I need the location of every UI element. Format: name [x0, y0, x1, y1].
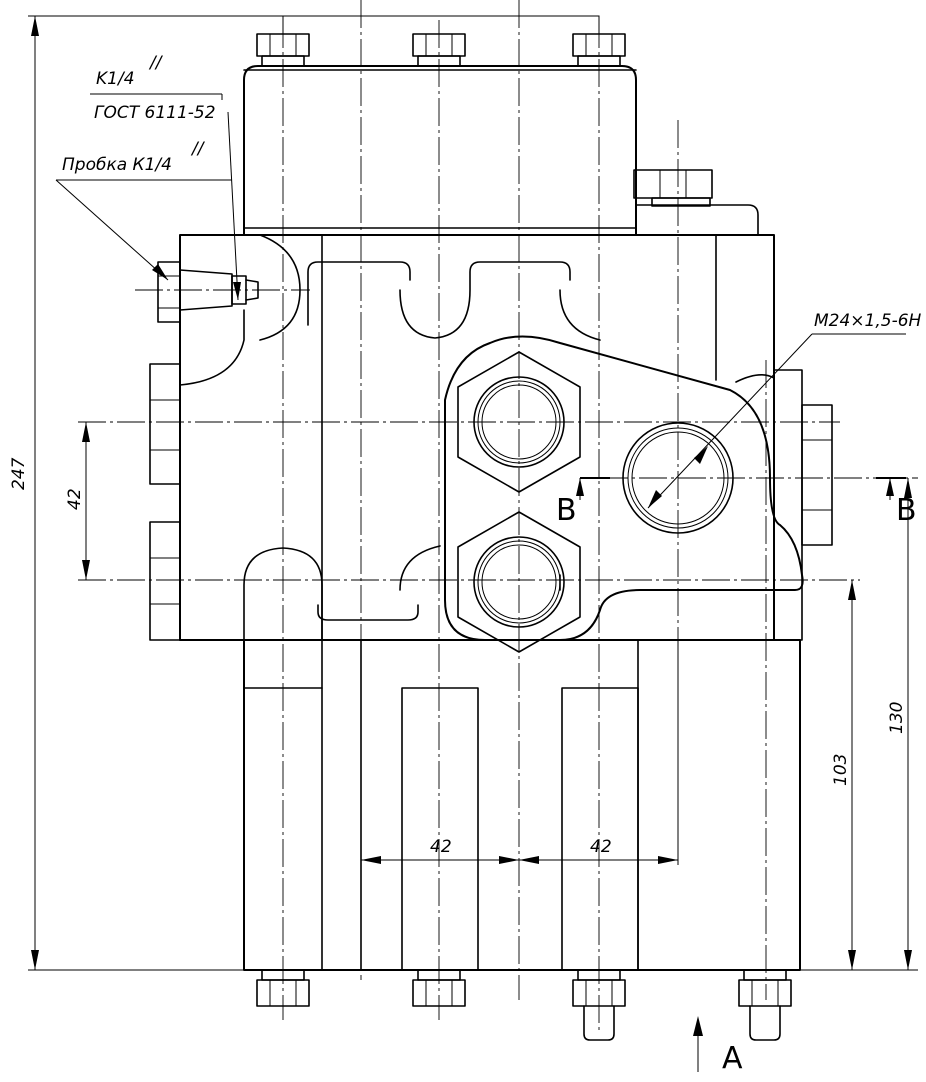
- valve-body: [179, 234, 803, 641]
- bottom-bolts: [256, 969, 792, 1041]
- hex-nut-upper: [457, 351, 581, 493]
- dim-103: 103: [831, 754, 851, 786]
- dim-130: 130: [887, 702, 907, 734]
- plug-note-marks: //: [190, 139, 206, 159]
- bottom-bolt-1: [256, 969, 310, 1007]
- section-label-right: В: [896, 493, 917, 528]
- right-side-nut: [801, 404, 833, 546]
- plug-k1-4: [157, 261, 259, 323]
- dimension-lines: [28, 15, 918, 971]
- port-flange: [444, 335, 804, 653]
- plug-note: Пробка К1/4: [62, 155, 172, 175]
- top-bolt-right: [572, 33, 626, 67]
- center-lines: [78, 0, 918, 1030]
- hex-nut-lower: [457, 511, 581, 653]
- dim-247: 247: [9, 457, 29, 490]
- side-top-bolt: [633, 169, 759, 236]
- thread-note-marks: //: [148, 53, 164, 73]
- lower-housings: [243, 639, 801, 971]
- dim-42-right: 42: [590, 837, 612, 857]
- top-cover: [243, 15, 637, 235]
- view-label-a: А: [722, 1041, 743, 1076]
- section-marks: [576, 477, 906, 500]
- left-side-bolts: [149, 363, 181, 641]
- view-a-arrow: [693, 1016, 703, 1072]
- bottom-bolt-2: [412, 969, 466, 1007]
- port-thread-note: М24×1,5-6Н: [814, 311, 922, 331]
- thread-note-k1-4: K1/4: [96, 69, 135, 89]
- bottom-stud-3: [572, 969, 626, 1041]
- bottom-stud-4: [738, 969, 792, 1041]
- gost-note: ГОСТ 6111-52: [94, 103, 216, 123]
- dim-42-vertical: 42: [65, 488, 85, 510]
- section-label-left: В: [556, 493, 577, 528]
- dim-42-left: 42: [430, 837, 452, 857]
- annotations: K1/4 // ГОСТ 6111-52 Пробка К1/4 // М24×…: [9, 53, 922, 1076]
